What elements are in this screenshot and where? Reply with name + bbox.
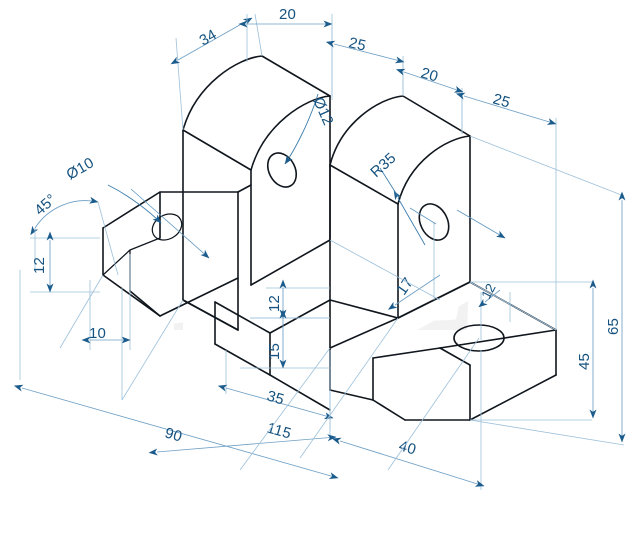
reference-lines xyxy=(59,207,557,471)
dimension-25-top: 25 xyxy=(325,24,405,96)
dimension-25-right: 25 xyxy=(455,91,557,330)
right-block-hole-circle xyxy=(418,203,450,241)
dim-label-45: 45 xyxy=(576,353,593,370)
dim-label-40: 40 xyxy=(397,438,418,459)
dim-label-34: 34 xyxy=(197,26,220,49)
dim-label-15: 15 xyxy=(266,343,283,360)
dim-label-20-right: 20 xyxy=(419,65,440,86)
dimension-20-top: 20 xyxy=(238,6,333,100)
dimension-45: 45 xyxy=(470,279,597,421)
dimension-10: 10 xyxy=(81,254,131,350)
dim-label-45deg: 45° xyxy=(31,191,60,219)
dim-label-35: 35 xyxy=(265,388,286,409)
dim-label-17: 17 xyxy=(393,275,417,299)
dimension-65: 65 xyxy=(469,135,626,446)
dim-label-65: 65 xyxy=(605,318,622,335)
dimension-90: 90 xyxy=(13,270,339,480)
left-block-hole-circle xyxy=(266,152,298,188)
dim-label-20-top: 20 xyxy=(279,6,296,23)
dim-label-90: 90 xyxy=(163,425,184,446)
dim-label-25-right: 25 xyxy=(491,91,512,112)
foot-hole-circle xyxy=(453,324,505,352)
dim-label-12-right: 12 xyxy=(478,281,498,301)
dimension-17: 17 xyxy=(387,222,441,310)
left-hole-centerline xyxy=(130,188,210,259)
left-ear-body xyxy=(102,191,239,317)
dim-label-12-left: 12 xyxy=(31,257,48,274)
dim-label-10-value: 10 xyxy=(89,325,106,342)
part-face-fills xyxy=(103,85,560,440)
dim-label-25-top: 25 xyxy=(347,34,367,54)
dim-label-12-middle: 12 xyxy=(266,295,283,312)
dim-label-dia10: Ø10 xyxy=(64,154,98,183)
dimension-12-left: 12 xyxy=(30,231,100,293)
dimension-12-right: 12 xyxy=(478,281,511,340)
dimension-34: 34 xyxy=(170,13,263,131)
part-solid-geometry xyxy=(102,55,560,440)
